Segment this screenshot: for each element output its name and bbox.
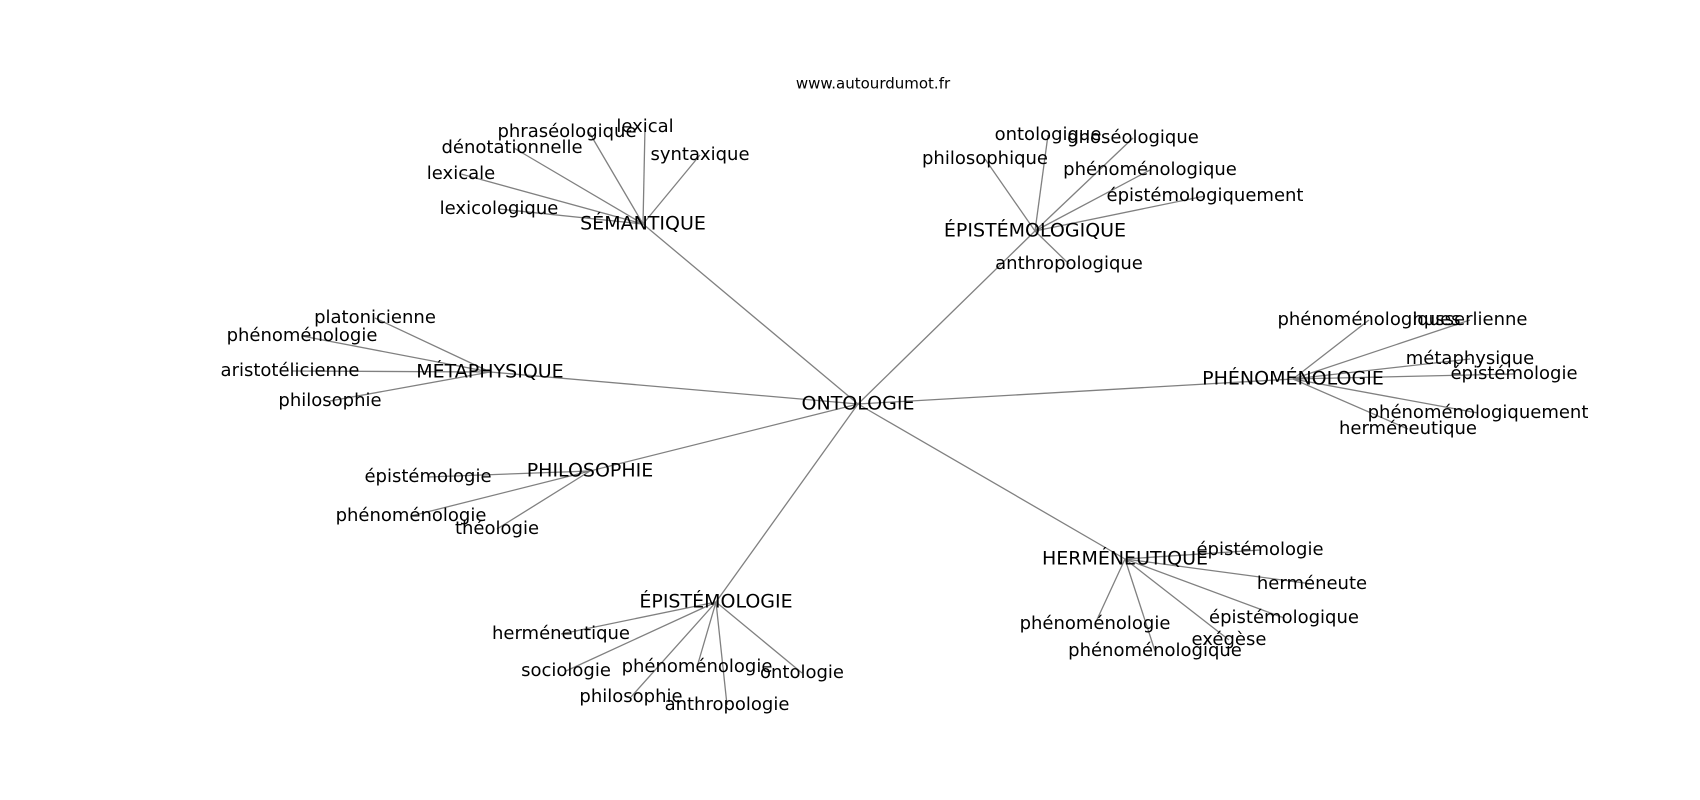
edge-epistemologie-leaf [565, 601, 717, 672]
edge-semantique-leaf [498, 208, 644, 225]
edge-metaphysique-leaf [374, 317, 491, 373]
leaf-word-node[interactable]: phénoménologie [227, 325, 378, 346]
edge-epistemologie-leaf [715, 601, 803, 674]
leaf-word-node[interactable]: husserlienne [1412, 309, 1527, 330]
edge-hermeneutique-leaf [1094, 558, 1126, 625]
leaf-word-node[interactable]: théologie [455, 518, 539, 539]
leaf-word-node[interactable]: phénoménologie [622, 656, 773, 677]
leaf-word-node[interactable]: lexicologique [440, 198, 559, 219]
leaf-word-node[interactable]: épistémologique [1209, 607, 1359, 628]
edge-semantique-leaf [588, 131, 644, 225]
edge-hermeneutique-leaf [1124, 558, 1313, 585]
leaf-word-node[interactable]: herméneute [1257, 573, 1367, 594]
hub-word-node[interactable]: PHÉNOMÉNOLOGIE [1202, 367, 1384, 390]
leaf-word-node[interactable]: herméneutique [1339, 418, 1477, 439]
leaf-word-node[interactable]: sociologie [521, 660, 611, 681]
hub-word-node[interactable]: MÉTAPHYSIQUE [416, 360, 563, 383]
edge-root-philosophie [589, 403, 859, 472]
edges-layer [291, 126, 1515, 706]
leaf-word-node[interactable]: aristotélicienne [221, 360, 360, 381]
labels-layer: www.autourdumot.fr lexicalphraséologique… [221, 75, 1589, 716]
leaf-word-node[interactable]: phénoménologie [336, 505, 487, 526]
leaf-word-node[interactable]: ontologie [760, 662, 844, 683]
leaf-word-node[interactable]: phénoménologiques [1277, 309, 1460, 330]
hub-word-node[interactable]: PHILOSOPHIE [527, 460, 654, 482]
leaf-word-node[interactable]: phénoménologique [1063, 159, 1237, 180]
edge-epistemologique-leaf [1034, 137, 1134, 232]
edge-root-epistemologique [857, 230, 1036, 405]
edge-epistemologie-leaf [630, 601, 717, 698]
edge-phenomenologie-leaf [1292, 378, 1479, 414]
edge-metaphysique-leaf [291, 370, 491, 373]
edge-epistemologique-leaf [1034, 195, 1206, 232]
leaf-word-node[interactable]: gnoséologique [1067, 127, 1199, 148]
leaf-word-node[interactable]: métaphysique [1406, 348, 1534, 369]
edge-epistemologique-leaf [984, 158, 1036, 232]
leaf-word-node[interactable]: dénotationnelle [441, 137, 582, 158]
edge-phenomenologie-leaf [1292, 378, 1409, 430]
edge-phenomenologie-leaf [1292, 358, 1471, 380]
hub-word-node[interactable]: HERMÉNEUTIQUE [1042, 547, 1208, 570]
leaf-word-node[interactable]: platonicienne [314, 307, 436, 328]
edge-philosophie-leaf [410, 470, 591, 517]
leaf-word-node[interactable]: phénoménologie [1020, 613, 1171, 634]
hub-word-node[interactable]: SÉMANTIQUE [580, 212, 706, 235]
leaf-word-node[interactable]: exégèse [1192, 629, 1267, 650]
leaf-word-node[interactable]: philosophie [278, 390, 381, 411]
edge-root-phenomenologie [857, 378, 1294, 405]
edge-philosophie-leaf [427, 470, 591, 478]
root-word-node[interactable]: ONTOLOGIE [802, 393, 915, 415]
edge-semantique-leaf [460, 173, 644, 225]
leaf-word-node[interactable]: lexical [616, 116, 673, 137]
edge-hermeneutique-leaf [1124, 549, 1261, 560]
hub-word-node[interactable]: ÉPISTÉMOLOGIQUE [944, 219, 1126, 242]
edge-root-semantique [642, 223, 859, 405]
edge-philosophie-leaf [496, 470, 591, 530]
edge-phenomenologie-leaf [1292, 319, 1370, 380]
leaf-word-node[interactable]: épistémologie [1196, 539, 1323, 560]
leaf-word-node[interactable]: phénoménologiquement [1368, 402, 1589, 423]
leaf-word-node[interactable]: lexicale [427, 163, 495, 184]
leaf-word-node[interactable]: philosophique [922, 148, 1048, 169]
edge-semantique-leaf [513, 147, 644, 225]
edge-epistemologie-leaf [696, 601, 717, 668]
edge-hermeneutique-leaf [1124, 558, 1156, 652]
edge-phenomenologie-leaf [1292, 373, 1515, 380]
hub-word-node[interactable]: ÉPISTÉMOLOGIE [639, 590, 792, 613]
edge-phenomenologie-leaf [1292, 319, 1471, 380]
edge-semantique-leaf [642, 126, 646, 225]
edge-epistemologique-leaf [1034, 169, 1151, 232]
leaf-word-node[interactable]: herméneutique [492, 623, 630, 644]
leaf-word-node[interactable]: phénoménologique [1068, 640, 1242, 661]
edge-epistemologie-leaf [715, 601, 728, 706]
edge-root-epistemologie [715, 403, 859, 603]
edge-metaphysique-leaf [329, 371, 491, 402]
leaf-word-node[interactable]: syntaxique [650, 144, 749, 165]
edge-root-hermeneutique [857, 403, 1126, 560]
leaf-word-node[interactable]: épistémologiquement [1107, 185, 1304, 206]
edge-hermeneutique-leaf [1124, 558, 1285, 619]
edge-epistemologique-leaf [1034, 230, 1070, 265]
leaf-word-node[interactable]: philosophie [579, 686, 682, 707]
edge-semantique-leaf [642, 154, 701, 225]
edge-root-metaphysique [489, 371, 859, 405]
leaf-word-node[interactable]: ontologique [995, 124, 1102, 145]
source-url: www.autourdumot.fr [796, 75, 951, 93]
edge-epistemologie-leaf [560, 601, 717, 635]
leaf-word-node[interactable]: épistémologie [364, 466, 491, 487]
leaf-word-node[interactable]: anthropologique [995, 253, 1143, 274]
edge-metaphysique-leaf [301, 335, 491, 373]
leaf-word-node[interactable]: épistémologie [1450, 363, 1577, 384]
leaf-word-node[interactable]: anthropologie [665, 694, 790, 715]
edge-epistemologique-leaf [1034, 134, 1049, 232]
edge-hermeneutique-leaf [1124, 558, 1230, 641]
leaf-word-node[interactable]: phraséologique [497, 121, 636, 142]
